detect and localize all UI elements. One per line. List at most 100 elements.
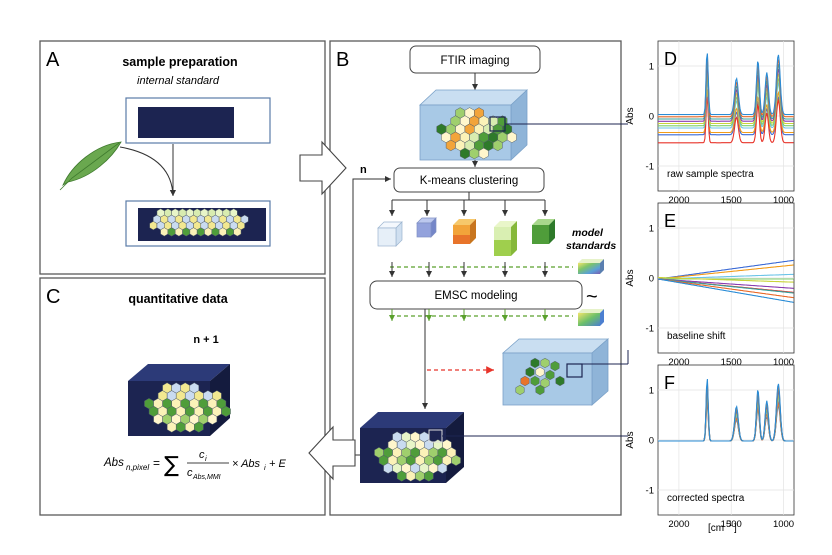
panel-a: A sample preparation internal standard: [39, 40, 326, 275]
hex-pixel: [182, 227, 191, 237]
spectrum-line: [658, 74, 794, 127]
hex-pixel: [226, 227, 234, 237]
cluster-cube-5: [532, 219, 555, 244]
panel-d-caption: raw sample spectra: [667, 169, 754, 180]
x-axis-label: [cm: [708, 523, 724, 534]
hex-pixel: [153, 413, 163, 425]
hex-pixel: [540, 357, 550, 369]
y-tick-label: -1: [646, 324, 654, 335]
x-tick-label: 2000: [668, 357, 689, 368]
iteration-label: n + 1: [193, 334, 218, 346]
panel-e-caption: baseline shift: [667, 331, 726, 342]
panel-e-letter: E: [664, 211, 676, 231]
x-tick-label: 1500: [721, 195, 742, 206]
hex-pixel: [520, 375, 530, 387]
x-tick-label: 2000: [668, 195, 689, 206]
spectrum-line: [657, 278, 794, 289]
result-cube: [360, 412, 464, 483]
residual-cube: [501, 338, 610, 406]
panel-f-caption: corrected spectra: [667, 493, 745, 504]
hex-pixel: [396, 470, 407, 482]
hex-pixel: [233, 227, 242, 237]
hex-pixel: [194, 421, 204, 433]
spectrum-line: [658, 94, 794, 136]
hex-pixel: [530, 375, 540, 387]
spectrum-line: [657, 278, 794, 303]
panel-d-letter: D: [664, 49, 677, 69]
panel-b: B FTIR imaging K-means clustering: [329, 40, 629, 516]
x-tick-label: 1000: [773, 195, 794, 206]
hex-pixel: [221, 405, 231, 417]
spectrum-line: [658, 96, 794, 144]
emsc-box: [369, 280, 583, 310]
spectrum-line: [657, 259, 794, 280]
hex-pixel: [204, 227, 213, 237]
y-tick-label: 1: [649, 386, 654, 397]
kmeans-label: K-means clustering: [420, 175, 518, 187]
formula-tail: + E: [269, 458, 286, 470]
x-axis-label-sup: -1: [726, 521, 732, 528]
cluster-cube-1: [377, 221, 403, 247]
spectrum-line: [658, 64, 794, 122]
y-axis-label: Abs: [625, 431, 636, 448]
hex-pixel: [545, 369, 555, 381]
arrow-b-to-c: [308, 425, 356, 481]
hex-pixel: [535, 366, 545, 378]
spectrum-line: [658, 89, 794, 134]
hex-pixel: [415, 470, 425, 482]
formula-sum: ∑: [164, 453, 179, 478]
spectrum-line: [658, 276, 794, 283]
hex-pixel: [167, 227, 176, 237]
spectrum-line: [658, 53, 794, 116]
formula-abs-sub: i: [264, 463, 266, 472]
loop-label: n: [360, 164, 367, 176]
y-axis-label: Abs: [625, 107, 636, 124]
quantitative-cube: [128, 364, 231, 436]
leaf-hex-pattern: [149, 208, 249, 237]
spectrum-line: [658, 79, 794, 129]
panel-c-title: quantitative data: [128, 292, 228, 306]
hex-pixel: [469, 147, 480, 160]
formula-num-sub: i: [205, 454, 207, 463]
spectrum-line: [658, 59, 794, 120]
spectrum-line: [658, 69, 794, 125]
panel-a-subtitle: internal standard: [137, 75, 220, 87]
y-tick-label: 0: [649, 112, 654, 123]
hex-pixel: [445, 139, 456, 152]
y-tick-label: 1: [649, 224, 654, 235]
formula-lhs: Abs: [103, 457, 124, 469]
spectrum-line: [658, 54, 794, 118]
y-tick-label: -1: [646, 486, 654, 497]
spectrum-line: [657, 278, 794, 294]
x-tick-label: 1000: [773, 357, 794, 368]
hex-pixel: [530, 357, 540, 369]
sample-slide-frame: [125, 200, 271, 247]
hex-pixel: [555, 375, 565, 387]
hex-pixel: [189, 227, 198, 237]
hex-pixel: [525, 366, 535, 378]
spectrum-line: [658, 378, 794, 442]
hex-pixel: [405, 470, 416, 482]
quantification-formula: Abs n,pixel = ∑ c i c Abs,MMI × Abs i + …: [103, 449, 286, 481]
hex-pixel: [383, 462, 393, 474]
hex-pixel: [149, 221, 158, 231]
hex-pixel: [166, 421, 177, 433]
hex-pixel: [174, 227, 183, 237]
hex-pixel: [540, 377, 550, 389]
model-standards-line1: model: [572, 227, 604, 239]
formula-lhs-sub: n,pixel: [126, 463, 149, 472]
hex-pixel: [211, 227, 220, 237]
hyperspectral-cube: [418, 89, 529, 161]
hex-pixel: [451, 454, 461, 466]
panel-a-letter: A: [46, 49, 60, 71]
formula-num: c: [199, 449, 205, 461]
hex-pixel: [478, 147, 489, 160]
cluster-cube-4: [494, 221, 517, 256]
ftir-imaging-label: FTIR imaging: [440, 55, 509, 67]
arrow-a-to-b: [299, 140, 347, 196]
x-tick-label: 2000: [668, 519, 689, 530]
